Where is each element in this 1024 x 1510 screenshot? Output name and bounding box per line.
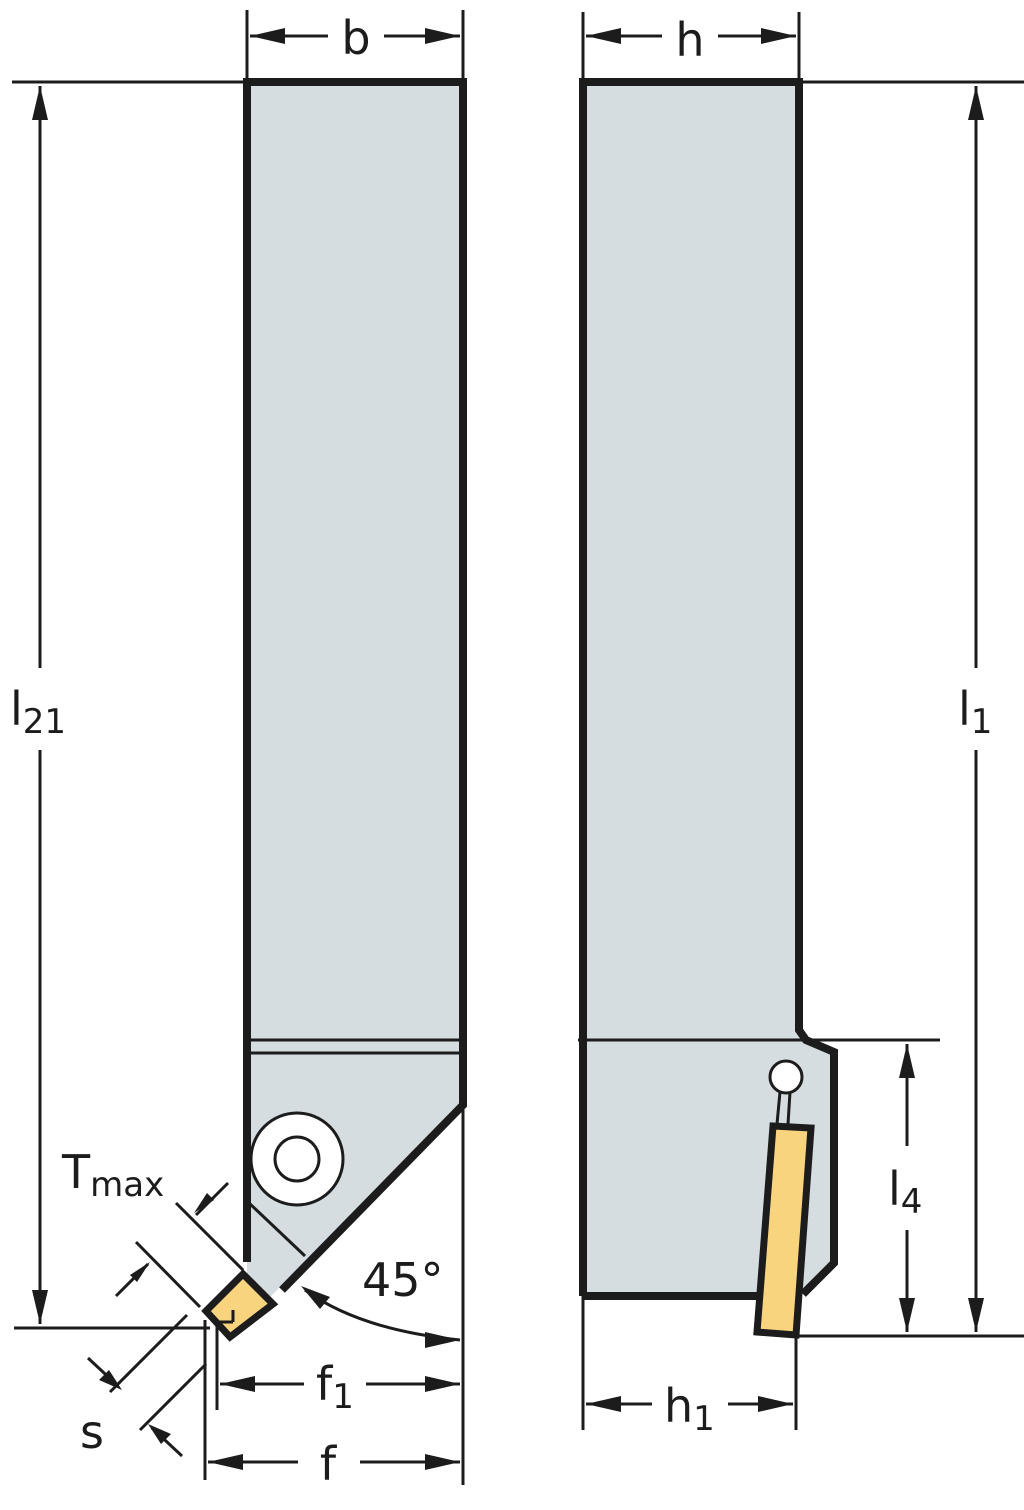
arrow-tmax2-icon	[130, 1262, 150, 1282]
side-view: h l1 l4 h1	[578, 12, 1024, 1439]
s-ext-line-2	[138, 1362, 208, 1432]
cutting-insert-side	[753, 1122, 815, 1339]
label-h1: h1	[664, 1379, 715, 1439]
arrow-up-icon	[32, 86, 48, 120]
label-l4: l4	[888, 1162, 922, 1222]
label-b: b	[341, 11, 370, 65]
label-h: h	[675, 13, 704, 67]
clamp-hole-icon	[768, 1059, 804, 1095]
pocket-line	[247, 1201, 307, 1258]
front-view: b l21 Tmax 45° s	[10, 10, 467, 1491]
label-tmax: Tmax	[61, 1145, 164, 1205]
label-angle: 45°	[362, 1253, 444, 1307]
label-f: f	[320, 1437, 338, 1491]
holder-body-side	[583, 82, 834, 1296]
label-l1: l1	[958, 682, 992, 742]
label-s: s	[80, 1405, 104, 1459]
tmax-ext-line	[174, 1201, 245, 1272]
label-l21: l21	[10, 682, 66, 742]
arrow-left-icon	[250, 28, 285, 44]
arrow-angle-start-icon	[301, 1286, 330, 1309]
screw-hole-icon	[273, 1135, 321, 1183]
label-f1: f1	[316, 1357, 354, 1417]
s-ext-line-1	[108, 1313, 189, 1394]
arrow-angle-end-icon	[425, 1332, 460, 1348]
holder-outline-side	[579, 78, 838, 1297]
arrow-tmax-icon	[194, 1193, 214, 1213]
holder-body-front	[242, 82, 463, 1325]
arrow-right-icon	[425, 28, 460, 44]
arrow-down-icon	[32, 1290, 48, 1324]
